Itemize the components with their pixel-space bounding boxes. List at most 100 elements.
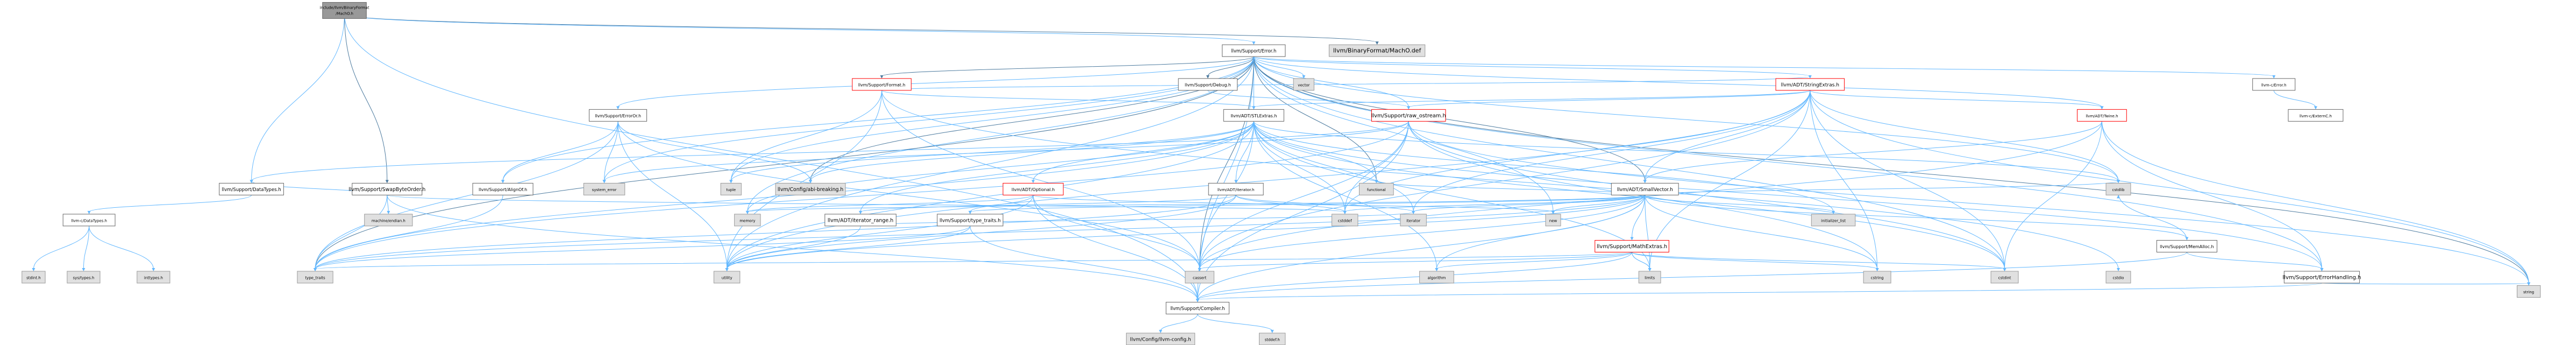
edge-twine-to-cstdint: [2004, 121, 2102, 269]
node-twine[interactable]: llvm/ADT/Twine.h: [2077, 109, 2127, 122]
edge-twine-to-string: [2101, 121, 2529, 284]
edge-error-to-vector: [1253, 56, 1304, 77]
node-string: string: [2516, 285, 2541, 298]
node-box: [1775, 78, 1845, 91]
edge-smallvector-to-typetraits_h: [970, 194, 1646, 213]
node-erroror[interactable]: llvm/Support/ErrorOr.h: [589, 109, 647, 122]
node-error[interactable]: llvm/Support/Error.h: [1222, 44, 1286, 57]
node-box: [775, 182, 846, 195]
node-label: cstddef: [1338, 219, 1352, 223]
node-label: llvm/Support/SwapByteOrder.h: [348, 187, 425, 193]
node-memory: memory: [734, 214, 761, 227]
node-stlextras[interactable]: llvm/ADT/STLExtras.h: [1223, 109, 1284, 122]
edge-stlextras-to-typetraits: [315, 121, 1254, 269]
edge-arrowhead: [1407, 106, 1411, 110]
node-label: llvm/Support/Compiler.h: [1170, 306, 1225, 311]
edge-arrowhead: [745, 210, 749, 214]
node-iteratorrange[interactable]: llvm/ADT/iterator_range.h: [824, 214, 896, 227]
node-datatypes[interactable]: llvm/Support/DataTypes.h: [219, 182, 284, 195]
edge-rawostream-to-string: [1408, 121, 2529, 284]
edge-error-to-erroror: [617, 56, 1254, 108]
node-tuple: tuple: [720, 182, 742, 195]
node-box: [1208, 182, 1264, 195]
node-systypes: sys/types.h: [67, 271, 101, 284]
edge-arrowhead: [1198, 267, 1201, 271]
node-box: [1419, 271, 1454, 284]
node-label: cassert: [1193, 276, 1207, 280]
node-rawostream[interactable]: llvm/Support/raw_ostream.h: [1371, 109, 1446, 122]
edge-stringextras-to-limits: [1649, 90, 1811, 269]
edge-stlextras-to-initializerlist: [1253, 121, 1834, 212]
edge-root-to-compiler: [344, 14, 1198, 300]
node-box: [1863, 271, 1891, 284]
node-abibreaking: llvm/Config/abi-breaking.h: [775, 182, 846, 195]
edge-stlextras-to-cstdlib: [1253, 121, 2119, 181]
node-alignof[interactable]: llvm/Support/AlignOf.h: [472, 182, 533, 195]
edge-typetraits_h-to-typetraits: [315, 226, 971, 270]
node-label: llvm/ADT/iterator_range.h: [828, 217, 893, 223]
node-memalloc[interactable]: llvm/Support/MemAlloc.h: [2156, 240, 2217, 252]
node-errorhandling[interactable]: llvm/Support/ErrorHandling.h: [2282, 271, 2361, 284]
node-box: [22, 271, 46, 284]
edge-mathextras-to-algorithm: [1436, 252, 1633, 270]
node-box: [364, 214, 413, 227]
node-typetraits-h[interactable]: llvm/Support/type_traits.h: [937, 214, 1004, 227]
node-root[interactable]: include/llvm/BinaryFormat/MachO.h: [319, 2, 369, 19]
node-box: [1990, 271, 2019, 284]
node-label: initializer_list: [1821, 219, 1846, 223]
node-box: [2283, 271, 2360, 284]
node-format[interactable]: llvm/Support/Format.h: [852, 78, 912, 91]
node-llvmc-error[interactable]: llvm-c/Error.h: [2252, 78, 2296, 91]
root-label-line2: /MachO.h: [336, 11, 353, 16]
edge-arrowhead: [1552, 210, 1555, 214]
node-box: [1611, 182, 1679, 195]
edge-arrowhead: [2117, 267, 2120, 271]
node-machineendian: machine/endian.h: [364, 214, 413, 227]
node-smallvector[interactable]: llvm/ADT/SmallVector.h: [1611, 182, 1679, 195]
edge-stringextras-to-cstring: [1810, 90, 1878, 269]
node-swapbyteorder[interactable]: llvm/Support/SwapByteOrder.h: [348, 182, 425, 195]
node-box: [352, 182, 423, 195]
node-llvmc-datatypes[interactable]: llvm-c/DataTypes.h: [62, 214, 116, 227]
node-optional[interactable]: llvm/ADT/Optional.h: [1002, 182, 1064, 195]
edge-error-to-errorhandling: [1253, 57, 2322, 269]
node-compiler[interactable]: llvm/Support/Compiler.h: [1165, 301, 1229, 314]
edge-alignof-to-typetraits: [315, 195, 503, 269]
node-label: llvm/Support/AlignOf.h: [479, 187, 527, 192]
edge-erroror-to-alignof: [502, 121, 618, 181]
node-label: llvm-c/ExternC.h: [2300, 114, 2332, 118]
edge-arrowhead: [1270, 329, 1274, 333]
node-box: [1400, 214, 1427, 227]
node-stringextras[interactable]: llvm/ADT/StringExtras.h: [1775, 78, 1845, 91]
edge-arrowhead: [725, 267, 729, 271]
node-mathextras[interactable]: llvm/Support/MathExtras.h: [1595, 240, 1669, 252]
edge-arrowhead: [1252, 106, 1256, 110]
edge-erroror-to-cassert: [617, 121, 1200, 269]
node-box: [67, 271, 101, 284]
edge-format-to-stlextras: [881, 90, 1254, 108]
edge-smallvector-to-algorithm: [1436, 195, 1646, 269]
node-vector: vector: [1293, 78, 1314, 91]
edge-arrowhead: [1630, 237, 1634, 241]
node-adtiterator[interactable]: llvm/ADT/iterator.h: [1208, 182, 1264, 195]
node-utility: utility: [713, 271, 741, 284]
edge-stringextras-to-twine: [1810, 90, 2102, 108]
node-debug[interactable]: llvm/Support/Debug.h: [1178, 78, 1238, 91]
node-label: type_traits: [305, 276, 325, 280]
node-label: cstdio: [2113, 276, 2124, 280]
edge-smallvector-to-iterator: [1413, 194, 1646, 213]
edge-smallvector-to-memalloc: [1645, 195, 2187, 238]
node-box: [2105, 182, 2131, 195]
edge-stlextras-to-utility: [727, 121, 1254, 269]
edge-arrowhead: [1031, 180, 1035, 184]
node-box: [1638, 271, 1661, 284]
node-llvmc-externc[interactable]: llvm-c/ExternC.h: [2288, 109, 2344, 122]
edge-arrowhead: [859, 210, 863, 214]
node-box: [2288, 109, 2344, 122]
node-label: llvm/Support/Error.h: [1231, 48, 1276, 54]
edge-error-to-utility: [727, 57, 1254, 269]
edge-llvmc_error-to-llvmc_externc: [2273, 90, 2316, 108]
edge-arrowhead: [387, 210, 390, 214]
node-label: stddef.h: [1265, 337, 1280, 342]
